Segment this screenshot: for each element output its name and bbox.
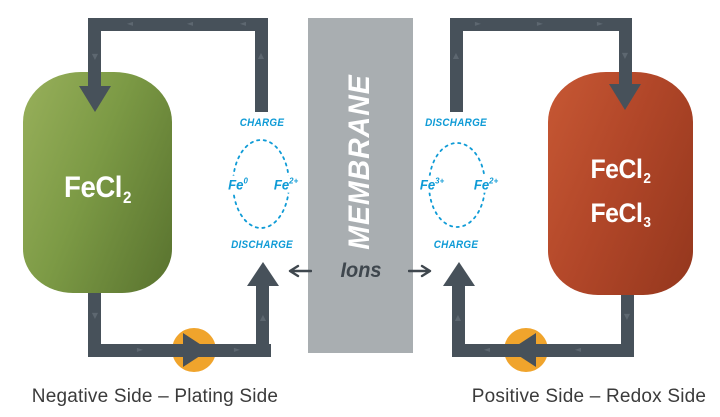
pipe-chevron-icon: ◄ xyxy=(239,19,247,28)
pipe-top-left-horizontal xyxy=(88,18,268,31)
formula-subscript: 2 xyxy=(643,171,651,188)
species-base: Fe xyxy=(273,176,290,193)
formula-base: FeCl xyxy=(590,154,643,184)
left-tank-formula: FeCl2 xyxy=(29,171,166,208)
pipe-top-right-horizontal xyxy=(450,18,632,31)
pipe-chevron-icon: ▲ xyxy=(452,51,460,60)
ion-arrow-left-icon xyxy=(288,264,312,278)
pipe-arrowhead-left-electrode-icon xyxy=(247,262,279,286)
pipe-top-right-down xyxy=(619,18,632,86)
pipe-green-tank-outlet xyxy=(88,290,101,357)
left-cycle-discharge-label: DISCHARGE xyxy=(231,239,293,251)
pipe-chevron-icon: ◄ xyxy=(126,19,134,28)
pipe-chevron-icon: ► xyxy=(536,19,544,28)
right-pump-arrow-icon xyxy=(510,333,536,367)
pipe-left-electrode-feed xyxy=(256,285,269,357)
ion-arrow-right-icon xyxy=(408,264,432,278)
pipe-chevron-icon: ► xyxy=(596,19,604,28)
pipe-top-left-down xyxy=(88,18,101,88)
pipe-bottom-right-horizontal xyxy=(452,344,634,357)
species-fe0: Fe0 xyxy=(227,175,249,193)
pipe-chevron-icon: ► xyxy=(136,345,144,354)
formula-base: FeCl xyxy=(590,198,643,228)
pipe-chevron-icon: ▼ xyxy=(623,312,631,321)
pipe-chevron-icon: ► xyxy=(474,19,482,28)
left-cycle-charge-label: CHARGE xyxy=(239,117,285,129)
pipe-chevron-icon: ► xyxy=(233,345,241,354)
right-tank-formula-2: FeCl3 xyxy=(554,198,687,231)
pipe-bottom-left-horizontal xyxy=(88,344,271,357)
species-fe2plus-right: Fe2+ xyxy=(472,175,500,193)
pipe-chevron-icon: ▲ xyxy=(257,51,265,60)
pipe-chevron-icon: ▼ xyxy=(91,52,99,61)
pipe-arrowhead-into-red-tank-icon xyxy=(609,84,641,110)
membrane-label: MEMBRANE xyxy=(343,74,376,250)
pipe-chevron-icon: ▲ xyxy=(454,313,462,322)
species-base: Fe xyxy=(419,176,436,193)
species-fe2plus-left: Fe2+ xyxy=(272,175,300,193)
pipe-chevron-icon: ◄ xyxy=(483,345,491,354)
formula-subscript: 3 xyxy=(643,215,651,232)
pipe-chevron-icon: ◄ xyxy=(186,19,194,28)
pipe-left-electrode-return xyxy=(255,18,268,112)
species-charge: 0 xyxy=(243,175,248,186)
pipe-right-electrode-feed xyxy=(452,285,465,357)
right-cycle-charge-label: CHARGE xyxy=(433,239,479,251)
pipe-right-electrode-return xyxy=(450,18,463,112)
formula-base: FeCl xyxy=(64,171,123,204)
species-fe3plus: Fe3+ xyxy=(418,175,446,193)
pipe-chevron-icon: ▼ xyxy=(91,311,99,320)
formula-subscript: 2 xyxy=(122,188,131,207)
pipe-arrowhead-into-green-tank-icon xyxy=(79,86,111,112)
right-cycle-discharge-label: DISCHARGE xyxy=(425,117,487,129)
left-pump-arrow-icon xyxy=(183,333,209,367)
ions-label: Ions xyxy=(340,259,382,282)
species-charge: 2+ xyxy=(489,175,499,186)
positive-side-caption: Positive Side – Redox Side xyxy=(471,386,707,407)
negative-side-caption: Negative Side – Plating Side xyxy=(31,386,279,407)
membrane-panel xyxy=(308,18,413,353)
pipe-red-tank-outlet xyxy=(621,292,634,357)
pipe-chevron-icon: ▲ xyxy=(259,313,267,322)
pipe-chevron-icon: ▼ xyxy=(621,51,629,60)
species-base: Fe xyxy=(228,176,244,193)
species-base: Fe xyxy=(473,176,490,193)
pipe-arrowhead-right-electrode-icon xyxy=(443,262,475,286)
species-charge: 2+ xyxy=(289,175,299,186)
pipe-chevron-icon: ◄ xyxy=(574,345,582,354)
right-tank-formula-1: FeCl2 xyxy=(554,154,687,187)
species-charge: 3+ xyxy=(435,175,445,186)
